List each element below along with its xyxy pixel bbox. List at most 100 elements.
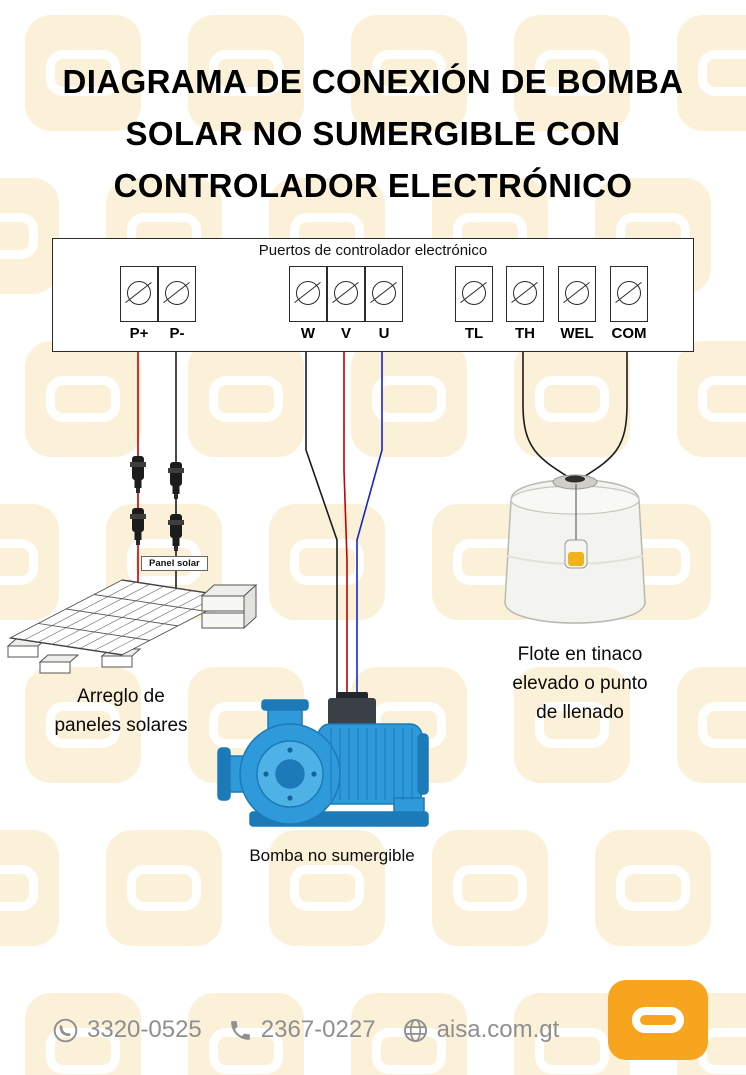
battery-stack xyxy=(200,583,258,630)
footer-website-text: aisa.com.gt xyxy=(436,1016,560,1043)
watermark-logo xyxy=(269,830,385,946)
watermark-logo xyxy=(0,504,59,620)
terminal-label: U xyxy=(378,325,390,342)
terminal-tl: TL xyxy=(454,266,494,342)
screw-icon xyxy=(565,281,589,305)
terminal-p-minus: P- xyxy=(157,266,197,342)
terminal-body xyxy=(289,266,327,322)
terminal-w: W xyxy=(288,266,328,342)
mc4-connector-icon xyxy=(130,456,146,493)
float xyxy=(564,539,588,569)
phone-circle-icon xyxy=(53,1018,78,1042)
terminal-label: V xyxy=(340,325,351,342)
solar-caption: Arreglo de paneles solares xyxy=(8,682,234,740)
tank-caption-line: Flote en tinaco xyxy=(517,644,643,665)
footer-phone1-text: 3320-0525 xyxy=(87,1016,202,1043)
footer-phone2-text: 2367-0227 xyxy=(260,1016,376,1043)
watermark-logo xyxy=(677,667,746,783)
terminal-label: WEL xyxy=(560,325,594,342)
terminal-body xyxy=(506,266,544,322)
screw-icon xyxy=(617,281,641,305)
terminal-body xyxy=(610,266,648,322)
pump-graphic xyxy=(217,692,429,827)
terminal-u: U xyxy=(364,266,404,342)
terminal-com: COM xyxy=(609,266,649,342)
screw-icon xyxy=(296,281,320,305)
watermark-logo xyxy=(188,15,304,131)
footer-phone1: 3320-0525 xyxy=(52,1016,202,1044)
terminal-p-plus: P+ xyxy=(119,266,159,342)
panel-grid xyxy=(8,579,236,656)
watermark-logo xyxy=(25,667,141,783)
terminal-th: TH xyxy=(505,266,545,342)
screw-icon xyxy=(127,281,151,305)
globe-icon xyxy=(403,1018,427,1042)
terminal-label: P- xyxy=(169,325,185,342)
terminal-label: P+ xyxy=(129,325,149,342)
watermark-logo xyxy=(106,830,222,946)
title-line: CONTROLADOR ELECTRÓNICO xyxy=(113,167,633,204)
pump-fins xyxy=(330,728,413,800)
terminal-label: W xyxy=(300,325,316,342)
screw-icon xyxy=(334,281,358,305)
watermark-logo xyxy=(269,504,385,620)
mc4-connector-icon xyxy=(168,462,184,499)
terminal-body xyxy=(120,266,158,322)
controller-box: Puertos de controlador electrónico P+ P-… xyxy=(52,238,694,352)
footer-phone2: 2367-0227 xyxy=(228,1016,376,1044)
terminal-body xyxy=(455,266,493,322)
terminal-label: TL xyxy=(464,325,484,342)
watermark-logo xyxy=(432,830,548,946)
pump-caption: Bomba no sumergible xyxy=(249,846,415,865)
watermark-logo xyxy=(0,178,59,294)
screw-icon xyxy=(513,281,537,305)
controller-label: Puertos de controlador electrónico xyxy=(258,242,488,259)
watermark-logo xyxy=(0,830,59,946)
pump-bolts xyxy=(263,747,317,801)
solar-panel-graphic xyxy=(6,579,258,674)
terminal-body xyxy=(158,266,196,322)
terminal-label: COM xyxy=(611,325,647,342)
tank-caption: Flote en tinaco elevado o punto de llena… xyxy=(468,640,692,727)
terminal-body xyxy=(365,266,403,322)
solar-caption-line: paneles solares xyxy=(54,715,188,736)
watermark-logo xyxy=(25,15,141,131)
panel-solar-label: Panel solar xyxy=(141,556,208,571)
phone-handset-icon xyxy=(230,1020,250,1040)
mc4-connector-icon xyxy=(168,514,184,551)
footer-website: aisa.com.gt xyxy=(402,1016,560,1044)
watermark-logo xyxy=(188,341,304,457)
page-title: DIAGRAMA DE CONEXIÓN DE BOMBA SOLAR NO S… xyxy=(0,56,746,212)
watermark-logo xyxy=(595,830,711,946)
brand-logo xyxy=(608,980,708,1060)
solar-caption-line: Arreglo de xyxy=(77,686,165,707)
title-line: SOLAR NO SUMERGIBLE CON xyxy=(125,115,621,152)
title-line: DIAGRAMA DE CONEXIÓN DE BOMBA xyxy=(62,63,684,100)
logo-ring-icon xyxy=(632,1007,684,1033)
watermark-logo xyxy=(677,15,746,131)
watermark-logo xyxy=(351,15,467,131)
pump-terminal-box xyxy=(328,692,376,728)
watermark-logo xyxy=(514,15,630,131)
wire-pump-v xyxy=(343,352,348,702)
tank-caption-line: elevado o punto xyxy=(512,673,648,694)
watermark-logo xyxy=(514,341,630,457)
screw-icon xyxy=(372,281,396,305)
terminal-v: V xyxy=(326,266,366,342)
watermark-logo xyxy=(25,341,141,457)
terminal-label: TH xyxy=(515,325,535,342)
watermark-logo xyxy=(351,341,467,457)
watermark-logo xyxy=(677,341,746,457)
wire-pump-u xyxy=(356,352,383,702)
tank-graphic xyxy=(504,474,646,624)
screw-icon xyxy=(462,281,486,305)
terminal-wel: WEL xyxy=(557,266,597,342)
pump-body xyxy=(217,699,429,827)
watermark-logo xyxy=(25,993,141,1075)
terminal-body xyxy=(558,266,596,322)
screw-icon xyxy=(165,281,189,305)
wire-float-switch xyxy=(522,352,628,479)
mc4-connector-icon xyxy=(130,508,146,545)
